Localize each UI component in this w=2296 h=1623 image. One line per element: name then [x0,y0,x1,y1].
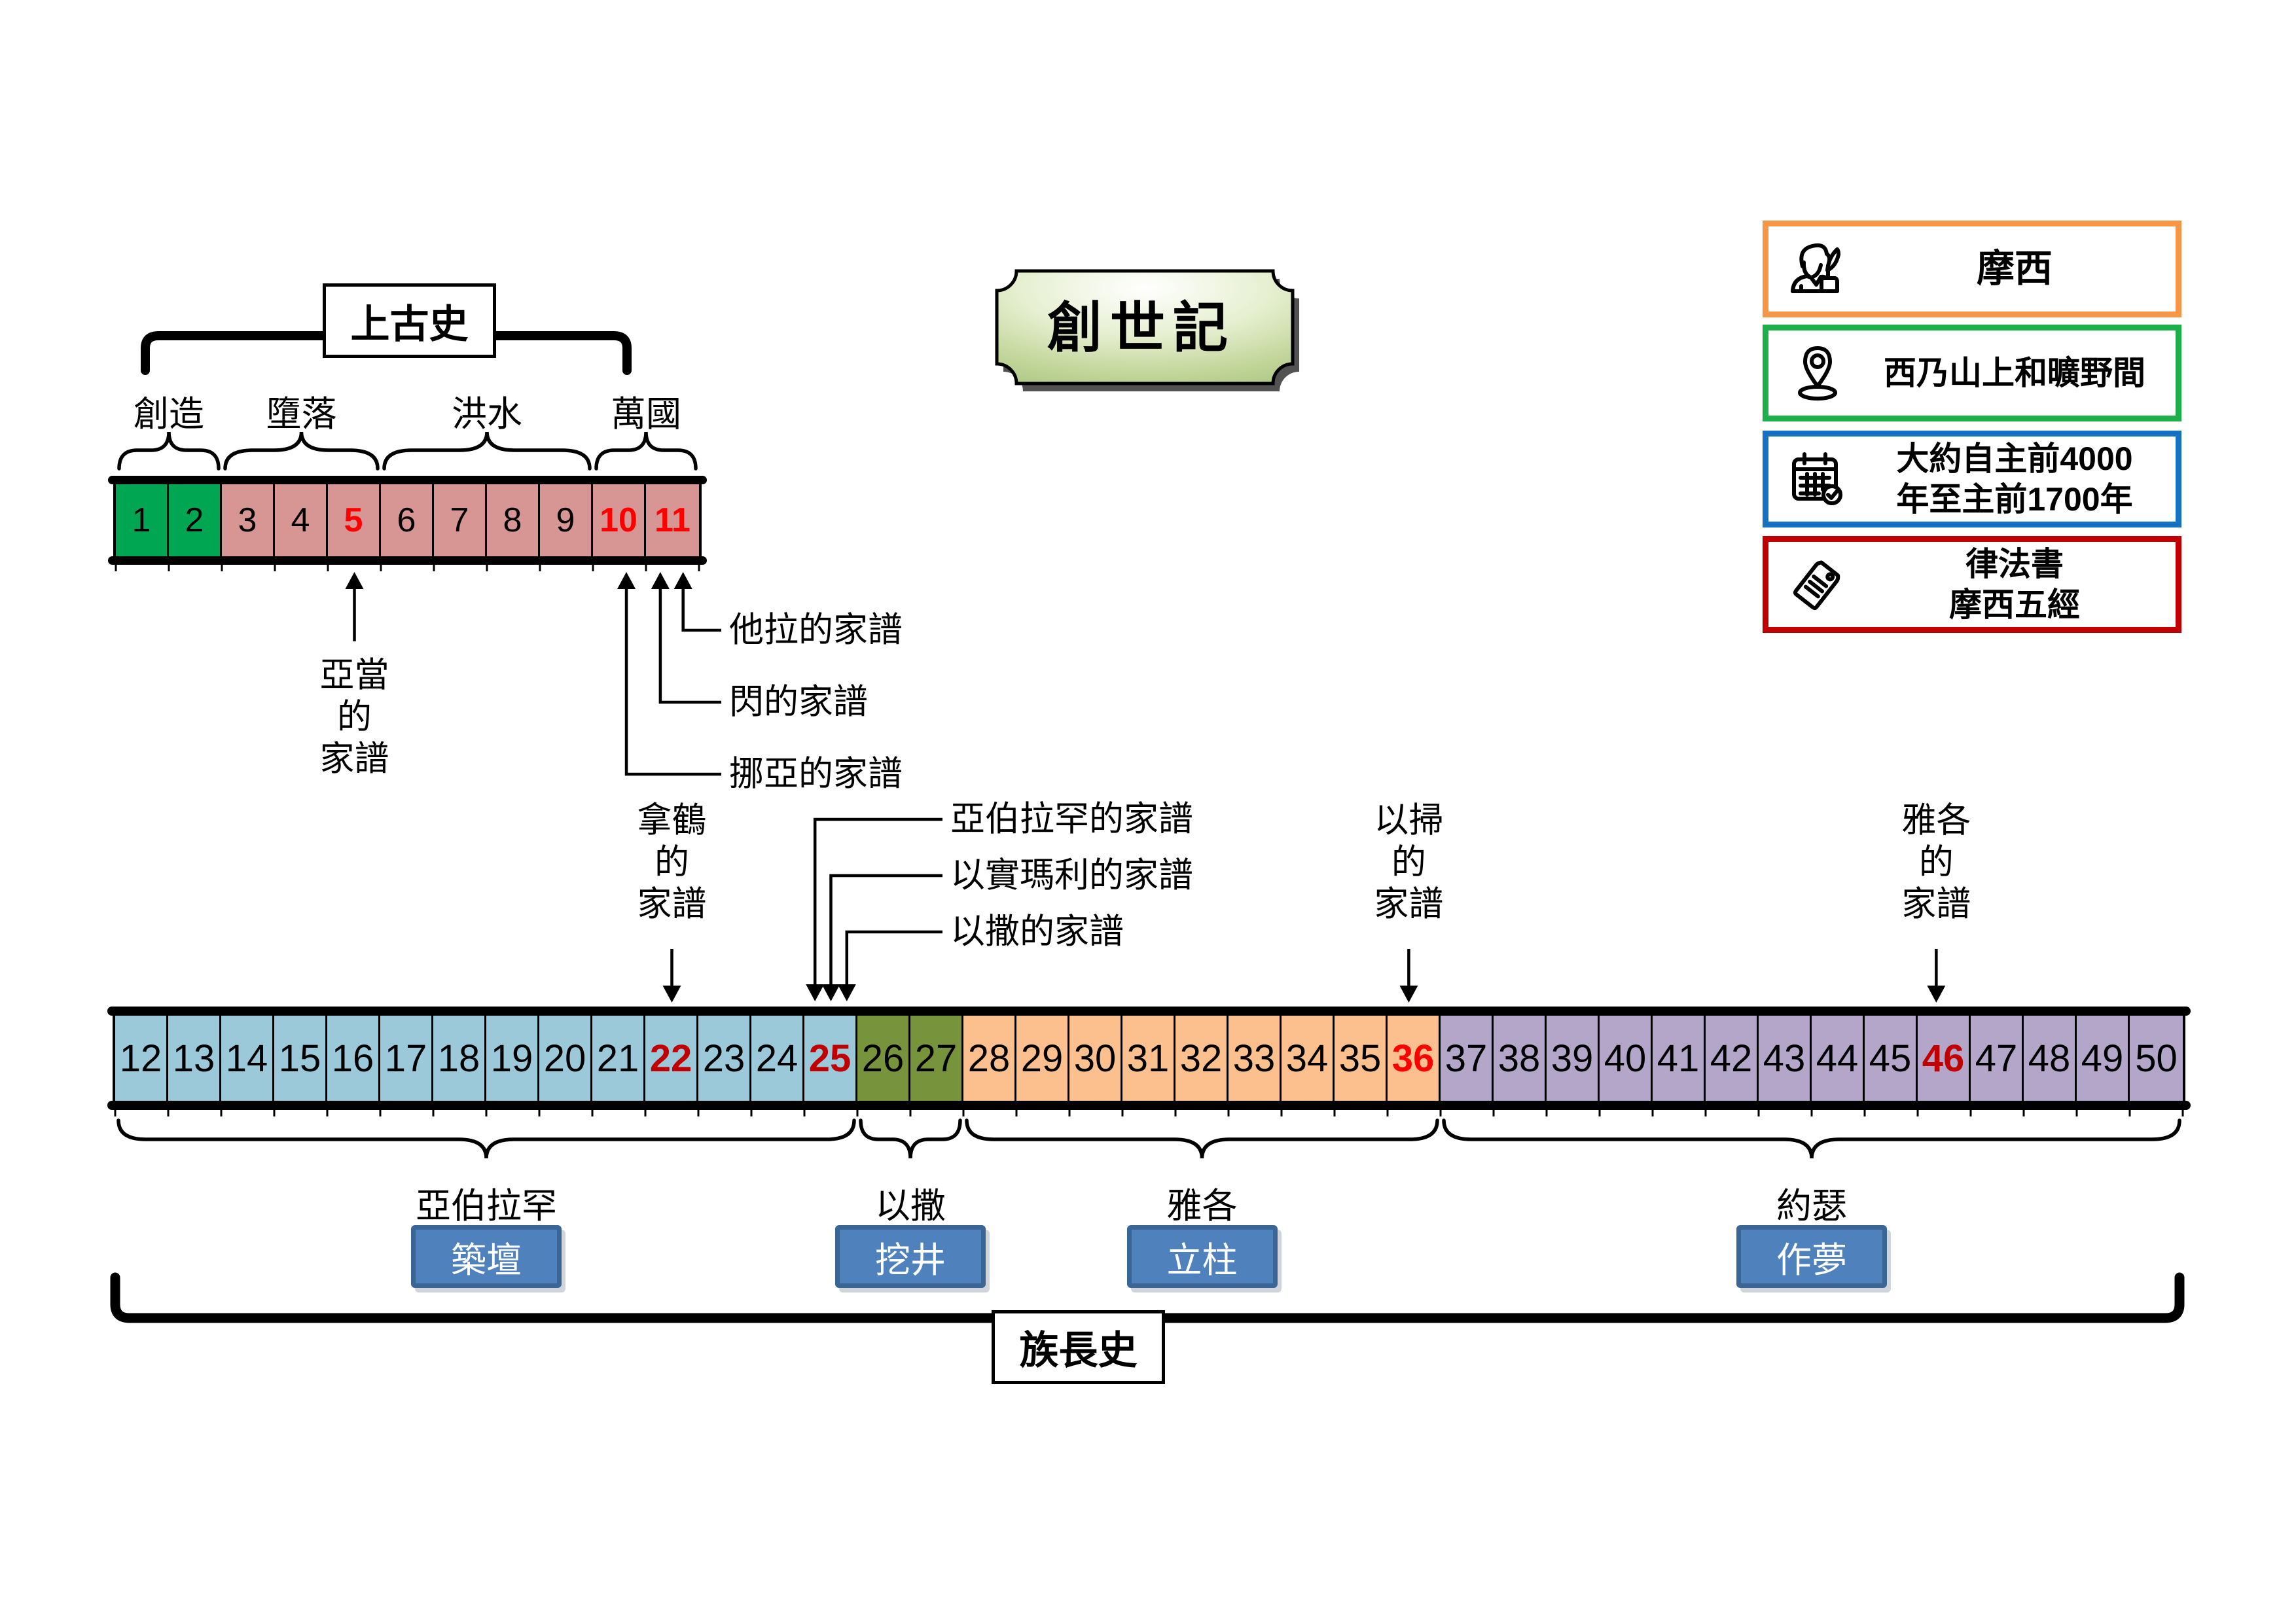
genealogy-connector [624,589,721,776]
plaque-shape [995,269,1299,391]
location-pin-icon [1768,340,1867,406]
primeval-history-box: 上古史 [323,283,496,358]
legend-author-text: 摩西 [1976,247,2053,290]
patriarchal-history-box: 族長史 [992,1310,1165,1384]
legend-item-date: 大約自主前4000 年至主前1700年 [1763,431,2181,527]
legend-item-genre: 律法書 摩西五經 [1763,536,2181,633]
top-section-brace [117,431,221,471]
genealogy-connector [845,930,942,984]
genealogy-arrowhead-icon [837,984,856,1001]
genealogy-arrowhead-icon [806,984,825,1001]
legend-genre-line1: 律法書 [1965,546,2064,582]
legend-date-line1: 大約自主前4000 [1896,440,2133,477]
book-title: 創世記 [1047,296,1236,359]
genealogy-arrowhead-icon [1399,986,1418,1003]
genealogy-arrowhead-icon [617,572,636,589]
top-section-brace [594,431,698,471]
genealogy-connector [658,589,721,704]
top-section-brace [382,431,592,471]
legend-genre-line2: 摩西五經 [1949,586,2080,623]
patriarchal-history-label: 族長史 [1019,1329,1138,1372]
legend-item-location: 西乃山上和曠野間 [1763,325,2181,421]
genealogy-connector [829,874,942,984]
genealogy-connector [681,589,721,632]
legend-date-line2: 年至主前1700年 [1896,481,2133,518]
genealogy-arrowhead-icon [673,572,692,589]
calendar-check-icon [1768,446,1867,512]
adam-arrowhead-icon [345,572,364,589]
bottom-section-brace [117,1118,856,1159]
bottom-section-brace [965,1118,1439,1159]
bottom-section-brace [1442,1118,2181,1159]
legend-item-author: 摩西 [1763,221,2181,317]
genealogy-arrowhead-icon [651,572,670,589]
plaque-face [995,269,1295,385]
legend-date-text: 大約自主前4000 年至主前1700年 [1867,438,2176,520]
top-section-brace [223,431,380,471]
legend-genre-text: 律法書 摩西五經 [1867,544,2176,625]
genealogy-arrowhead-icon [662,986,681,1003]
genealogy-arrowhead-icon [1927,986,1946,1003]
book-title-plaque: 創世記 [990,267,1303,391]
tag-icon [1768,552,1867,617]
legend-location-text: 西乃山上和曠野間 [1884,355,2145,391]
genealogy-connector [813,817,942,984]
genealogy-arrowhead-icon [821,984,840,1001]
bottom-section-brace [859,1118,962,1159]
primeval-history-label: 上古史 [350,302,469,346]
author-icon [1768,236,1867,302]
